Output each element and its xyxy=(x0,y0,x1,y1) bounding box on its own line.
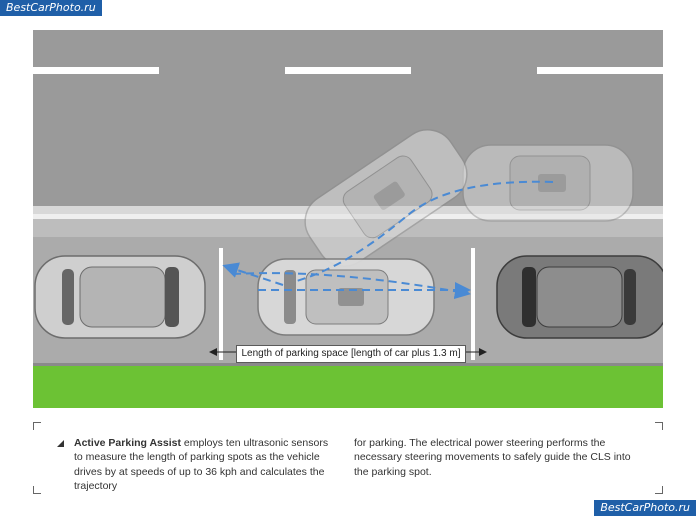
measurement-arrow-right xyxy=(479,348,487,356)
info-box: Active Parking Assist employs ten ultras… xyxy=(33,422,663,494)
triangle-bullet-icon xyxy=(57,440,64,447)
trajectory-path xyxy=(292,180,554,283)
description-left: Active Parking Assist employs ten ultras… xyxy=(74,436,336,493)
parked-car-right xyxy=(496,255,663,339)
lane-marking xyxy=(285,67,411,74)
measurement-arrow-left xyxy=(209,348,217,356)
parking-space-caption: Length of parking space [length of car p… xyxy=(236,345,466,363)
space-line xyxy=(471,248,475,360)
corner-mark xyxy=(655,422,663,430)
description-heading: Active Parking Assist xyxy=(74,437,181,449)
description-left-text: employs ten ultrasonic sensors to measur… xyxy=(74,437,329,492)
description-right: for parking. The electrical power steeri… xyxy=(354,437,631,478)
parking-car xyxy=(257,258,435,336)
watermark-top: BestCarPhoto.ru xyxy=(0,0,102,16)
corner-mark xyxy=(655,486,663,494)
space-line xyxy=(219,248,223,360)
parking-diagram xyxy=(33,30,663,408)
corner-mark xyxy=(33,422,41,430)
grass-strip xyxy=(33,366,663,408)
ghost-car-road xyxy=(462,144,634,222)
lane-marking xyxy=(537,67,663,74)
trajectory-path xyxy=(232,272,471,300)
corner-mark xyxy=(33,486,41,494)
lane-marking xyxy=(33,67,159,74)
ghost-car-turning xyxy=(304,129,468,267)
trajectory-path xyxy=(222,262,284,286)
parked-car-left xyxy=(34,255,206,339)
watermark-bottom: BestCarPhoto.ru xyxy=(594,500,696,516)
